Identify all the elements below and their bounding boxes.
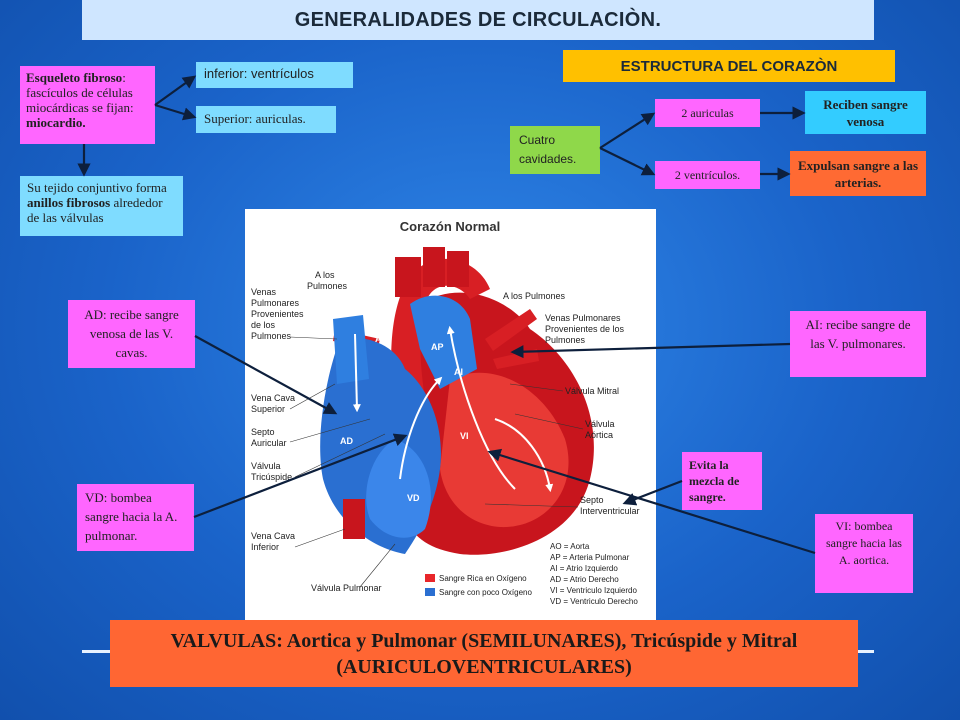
pulmonary-veins-right — [485, 309, 539, 369]
arrow-ai — [510, 342, 791, 359]
ai-annotation: AI: recibe sangre de las V. pulmonares. — [790, 311, 926, 377]
label-septo-aur-1: Septo — [251, 427, 275, 437]
flow-arrow-1 — [352, 333, 361, 413]
heart-title: Corazón Normal — [400, 219, 500, 234]
label-venas-l-1: Venas — [251, 287, 277, 297]
label-valv-aort-1: Válvula — [585, 419, 615, 429]
label-ad: AD — [340, 436, 353, 446]
label-valv-mitral: Válvula Mitral — [565, 386, 619, 396]
label-venas-r-1: Venas Pulmonares — [545, 313, 621, 323]
reciben-sangre-box: Reciben sangre venosa — [805, 91, 926, 134]
tejido-box: Su tejido conjuntivo forma anillos fibro… — [20, 176, 183, 236]
abbrev-3: AD = Atrio Derecho — [550, 575, 619, 584]
label-valv-pulm: Válvula Pulmonar — [311, 583, 382, 593]
label-vd: VD — [407, 493, 420, 503]
arrow-vi — [487, 448, 816, 555]
legend-rich-swatch — [425, 574, 435, 582]
flow-arrow-2 — [399, 376, 443, 480]
superior-vena-cava — [333, 315, 369, 384]
flow-arrow-5 — [379, 268, 391, 320]
aorta-branch-2 — [423, 247, 445, 287]
label-valv-tri-1: Válvula — [251, 461, 281, 471]
abbrev-2: AI = Atrio Izquierdo — [550, 564, 618, 573]
heart-diagram-panel: Corazón Normal AO AP AI AD VI VD A los P… — [245, 209, 656, 620]
evita-annotation: Evita la mezcla de sangre. — [682, 452, 762, 510]
label-septo-int-1: Septo — [580, 495, 604, 505]
vd-annotation: VD: bombea sangre hacia la A. pulmonar. — [77, 484, 194, 551]
flow-arrow-3 — [494, 418, 554, 493]
label-venas-l-3: Provenientes — [251, 309, 304, 319]
arrow-to-superior — [154, 103, 197, 121]
auriculas-box: 2 auriculas — [655, 99, 760, 127]
arrow-to-ventriculos — [599, 147, 656, 176]
arrow-ad — [194, 335, 338, 415]
label-septo-int-2: Interventricular — [580, 506, 640, 516]
label-venas-l-4: de los — [251, 320, 276, 330]
label-a-pulmones-2: Pulmones — [307, 281, 348, 291]
valvulas-banner: VALVULAS: Aortica y Pulmonar (SEMILUNARE… — [110, 620, 858, 687]
page-title: GENERALIDADES DE CIRCULACIÒN. — [82, 0, 874, 40]
label-septo-aur-2: Auricular — [251, 438, 287, 448]
arrow-to-inferior — [154, 75, 197, 106]
pulmonary-artery — [410, 295, 477, 389]
label-vena-cava-inf-1: Vena Cava — [251, 531, 295, 541]
label-vena-cava-sup-1: Vena Cava — [251, 393, 295, 403]
abbrev-0: AO = Aorta — [550, 542, 590, 551]
label-venas-l-5: Pulmones — [251, 331, 292, 341]
label-a-pulmones-1: A los — [315, 270, 335, 280]
ad-annotation: AD: recibe sangre venosa de las V. cavas… — [68, 300, 195, 368]
legend-poor-label: Sangre con poco Oxígeno — [439, 588, 533, 597]
label-ao: AO — [375, 334, 389, 344]
esqueleto-fibroso-box: Esqueleto fibroso: fascículos de células… — [20, 66, 155, 144]
legend-poor-swatch — [425, 588, 435, 596]
leader-lines — [289, 336, 584, 588]
inferior-vena-cava — [343, 499, 365, 539]
ventriculos-box: 2 ventrículos. — [655, 161, 760, 189]
structure-header: ESTRUCTURA DEL CORAZÒN — [563, 50, 895, 82]
aorta-branch-1 — [395, 257, 421, 297]
cuatro-cavidades-box: Cuatro cavidades. — [510, 126, 600, 174]
label-vena-cava-sup-2: Superior — [251, 404, 285, 414]
abbrev-5: VD = Ventriculo Derecho — [550, 597, 638, 606]
label-a-los-pulmones-r: A los Pulmones — [503, 291, 566, 301]
aorta — [391, 258, 490, 414]
arrow-to-auriculas — [599, 112, 656, 149]
vi-annotation: VI: bombea sangre hacia las A. aortica. — [815, 514, 913, 593]
label-ap: AP — [431, 342, 444, 352]
arrow-evita — [622, 479, 683, 506]
label-venas-r-3: Pulmones — [545, 335, 586, 345]
abbrev-4: VI = Ventriculo Izquierdo — [550, 586, 637, 595]
label-venas-r-2: Provenientes de los — [545, 324, 625, 334]
expulsan-sangre-box: Expulsan sangre a las arterias. — [790, 151, 926, 196]
superior-box: Superior: auriculas. — [196, 106, 336, 133]
abbrev-1: AP = Arteria Pulmonar — [550, 553, 630, 562]
arrow-vd — [193, 433, 408, 519]
label-vi: VI — [460, 431, 469, 441]
flow-arrow-4 — [446, 325, 516, 490]
legend-rich-label: Sangre Rica en Oxígeno — [439, 574, 527, 583]
right-ventricle — [366, 439, 431, 538]
aorta-branch-3 — [447, 251, 469, 287]
label-valv-aort-2: Aórtica — [585, 430, 613, 440]
label-vena-cava-inf-2: Inferior — [251, 542, 279, 552]
label-venas-l-2: Pulmonares — [251, 298, 300, 308]
label-valv-tri-2: Tricúspide — [251, 472, 292, 482]
label-ai: AI — [454, 367, 463, 377]
inferior-box: inferior: ventrículos — [196, 62, 353, 88]
